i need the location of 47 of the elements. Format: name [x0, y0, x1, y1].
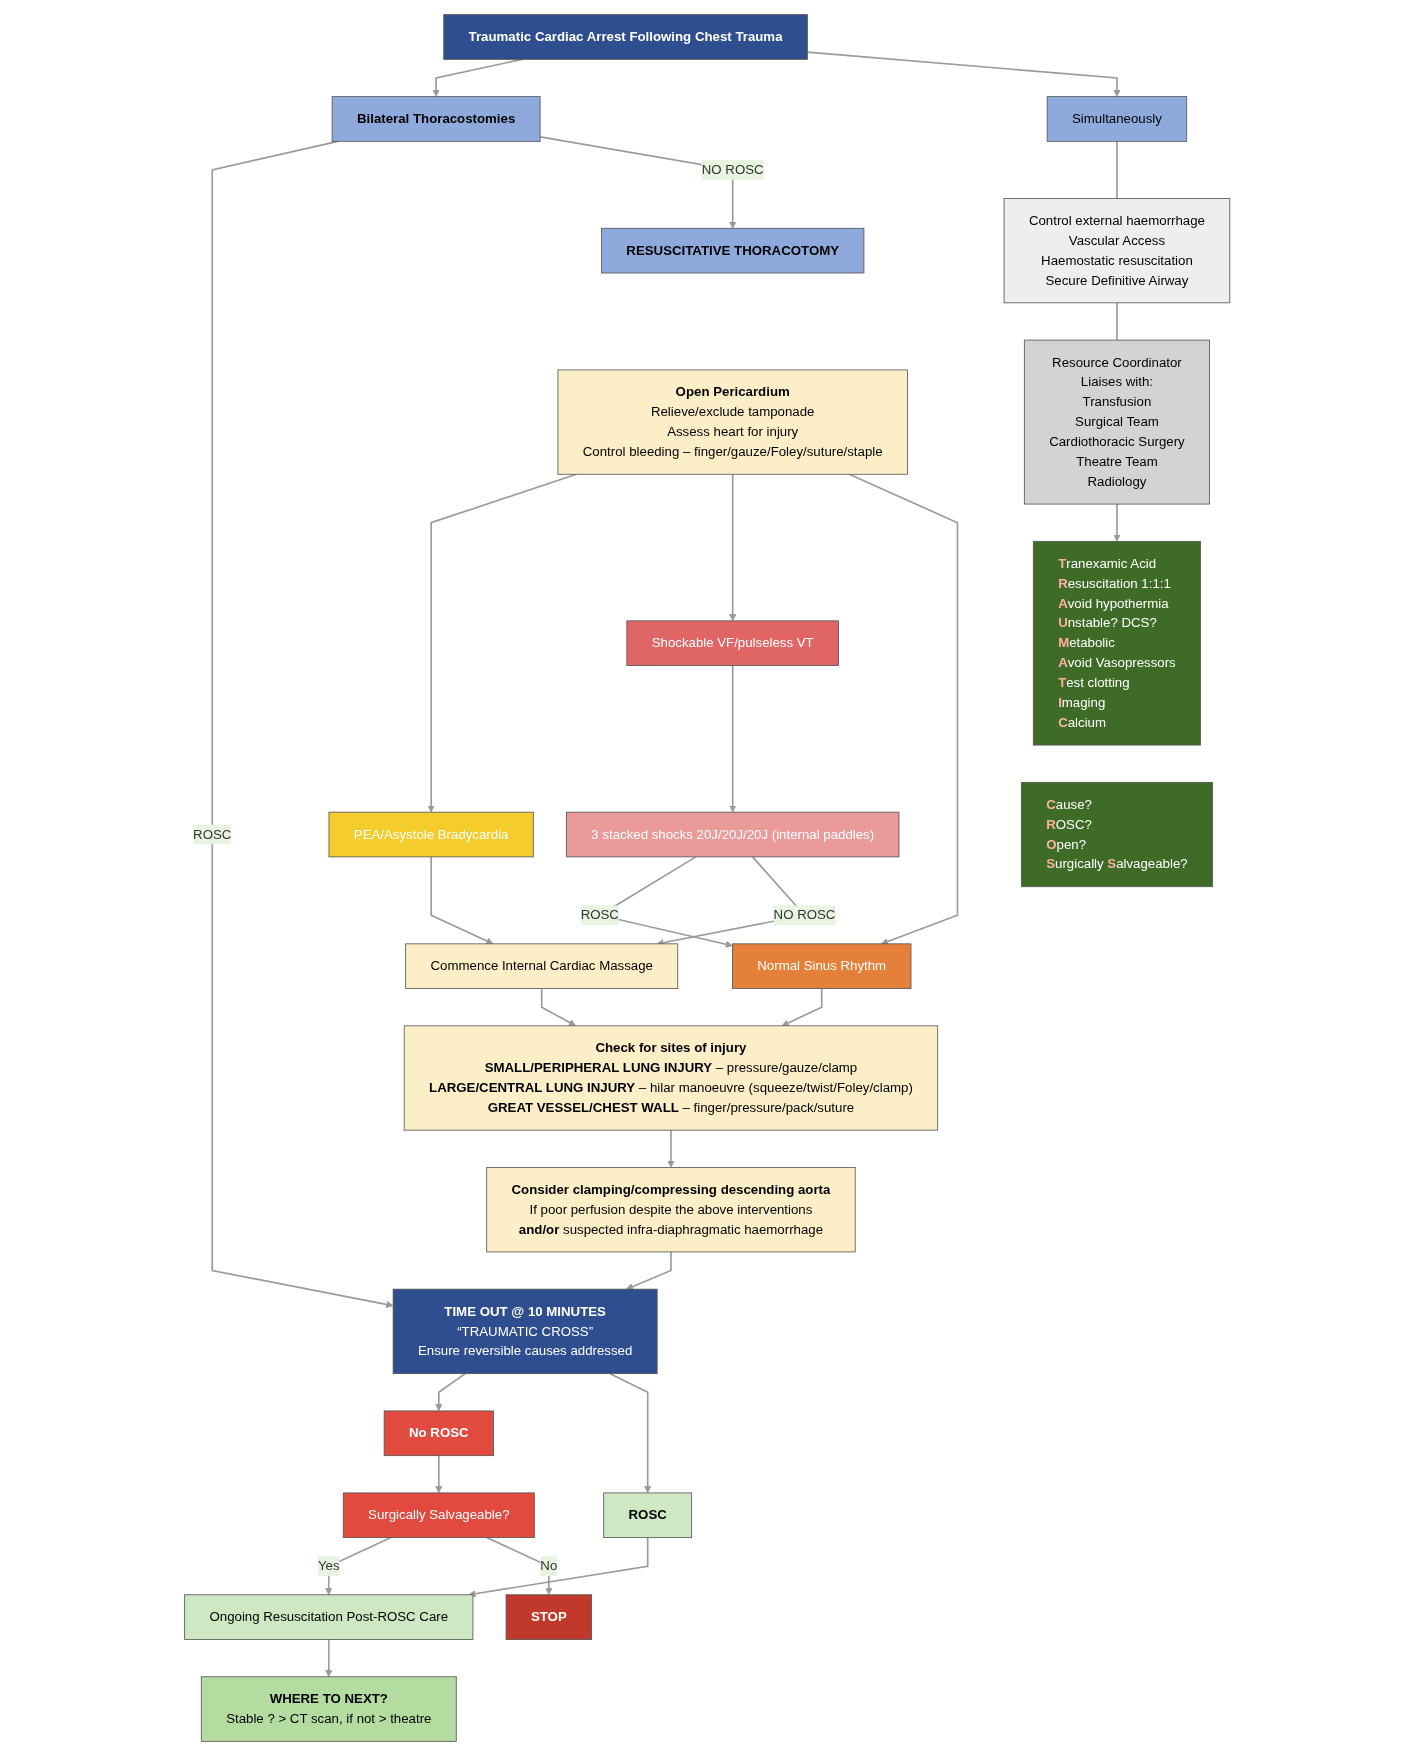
- node-box: RESUSCITATIVE THORACOTOMY: [600, 227, 865, 274]
- arrow: [609, 1372, 652, 1494]
- node-box: Traumatic Cardiac Arrest Following Chest Trauma: [443, 14, 808, 60]
- arrow: [728, 664, 737, 813]
- node-box: Simultaneously: [1046, 96, 1187, 142]
- node-box: Surgically Salvageable?: [342, 1492, 535, 1539]
- node-box: PEA/Asystole Bradycardia: [328, 811, 534, 858]
- arrow: [848, 473, 959, 945]
- node-box: Commence Internal Cardiac Massage: [405, 943, 678, 989]
- node-box: Resource Coordinator Liaises with: Transfusion Surgical Team Cardiothoracic Surgery Theatre Team Radiology: [1023, 339, 1210, 505]
- node-box: Bilateral Thoracostomies: [331, 96, 541, 142]
- node-box: TIME OUT @ 10 MINUTES “TRAUMATIC CROSS” Ensure reversible causes addressed: [392, 1288, 658, 1375]
- arrow: [781, 987, 823, 1027]
- node-box: Open Pericardium Relieve/exclude tamponade Assess heart for injury Control bleeding – finger/gauze/Foley/suture/staple: [557, 369, 908, 475]
- edge-label: Yes: [317, 1558, 340, 1573]
- node-box: STOP: [505, 1594, 592, 1640]
- arrow: [806, 51, 1121, 97]
- edge-label: ROSC: [580, 907, 619, 922]
- edge-label: ROSC: [192, 827, 232, 842]
- node-box: Check for sites of injury SMALL/PERIPHERAL LUNG INJURY – pressure/gauze/clamp LARGE/CENTRAL LUNG INJURY – hilar manoeuvre (squeeze/twist/Foley/clamp) GREAT VESSEL/CHEST WALL – finger/pressure/pack/suture: [403, 1025, 938, 1131]
- node-box: Tranexamic Acid Resuscitation 1:1:1 Avoid hypothermia Unstable? DCS? Metabolic Avoid Vasopressors Test clotting Imaging Calcium: [1032, 540, 1201, 746]
- arrow: [1113, 503, 1121, 542]
- arrow: [540, 987, 576, 1027]
- connector: [1115, 140, 1118, 200]
- arrow: [667, 1129, 675, 1168]
- edge-label: No: [540, 1558, 558, 1573]
- node-box: No ROSC: [383, 1410, 494, 1457]
- node-box: Normal Sinus Rhythm: [731, 943, 912, 989]
- arrow: [324, 1536, 392, 1596]
- arrow: [211, 140, 394, 1309]
- arrow: [625, 1251, 672, 1290]
- node-box: Ongoing Resuscitation Post-ROSC Care: [184, 1594, 474, 1640]
- edge-label: NO ROSC: [773, 907, 836, 922]
- arrow: [434, 1372, 466, 1412]
- arrow: [324, 1638, 333, 1678]
- node-box: WHERE TO NEXT? Stable ? > CT scan, if not > theatre: [200, 1676, 457, 1742]
- arrow: [728, 473, 737, 622]
- edge-label: NO ROSC: [701, 162, 764, 177]
- connector: [1115, 302, 1118, 341]
- node-box: Cause? ROSC? Open? Surgically Salvageable?: [1020, 781, 1213, 888]
- node-box: ROSC: [603, 1492, 692, 1539]
- node-box: Control external haemorrhage Vascular Access Haemostatic resuscitation Secure Definitive Airway: [1003, 198, 1230, 304]
- node-box: Shockable VF/pulseless VT: [626, 620, 839, 666]
- arrow: [430, 856, 494, 945]
- arrow: [434, 1454, 443, 1494]
- node-box: Consider clamping/compressing descending aorta If poor perfusion despite the above interventions and/or suspected infra-diaphragmatic haemorrhage: [486, 1167, 856, 1253]
- node-box: 3 stacked shocks 20J/20J/20J (internal paddles): [565, 811, 900, 858]
